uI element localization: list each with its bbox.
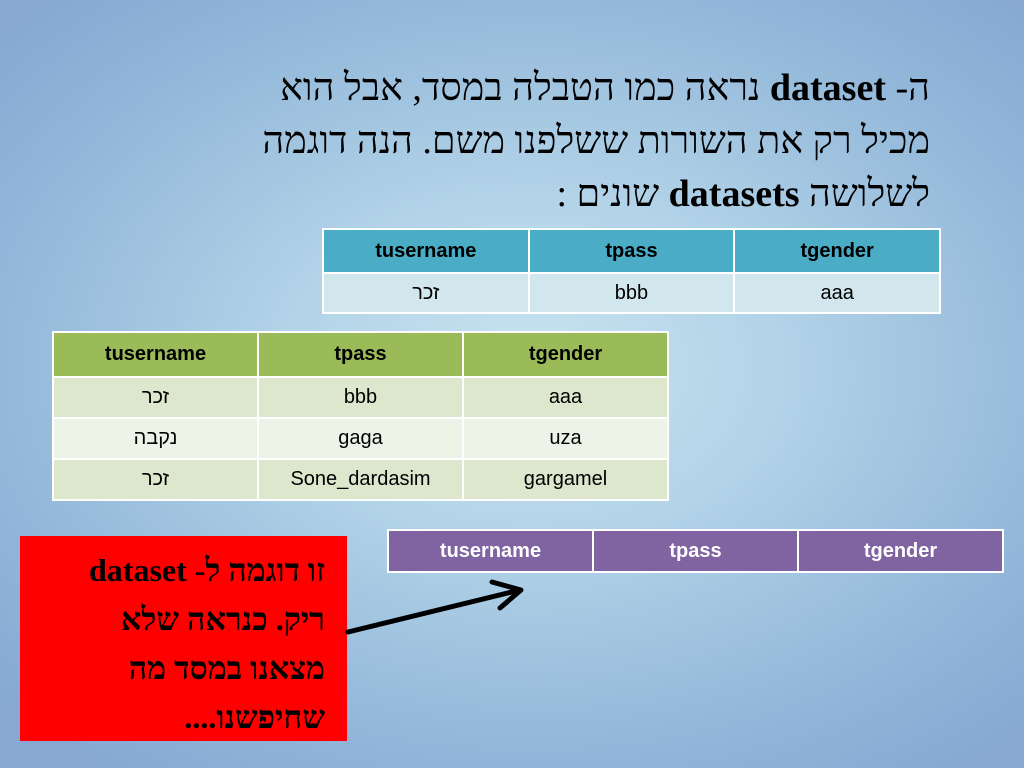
table-cell: זכר — [52, 458, 259, 501]
table-header-row: tusername tpass tgender — [387, 529, 1004, 573]
callout-text: זו דוגמה ל- dataset ריק. כנראה שלא מצאנו… — [25, 546, 325, 742]
table-cell: bbb — [527, 272, 736, 314]
table-cell: Sone_dardasim — [257, 458, 464, 501]
column-header-tusername: tusername — [322, 228, 530, 274]
callout-line-3: מצאנו במסד מה — [128, 650, 325, 686]
column-header-tusername: tusername — [387, 529, 594, 573]
dataset-table-one-row: tusername tpass tgender זכר bbb aaa — [322, 228, 941, 314]
table-row: נקבה gaga uza — [52, 417, 669, 460]
callout-line-2: ריק. כנראה שלא — [120, 601, 325, 637]
title-line-1-suffix: נראה כמו הטבלה במסד, אבל הוא — [280, 67, 770, 109]
callout-line-1: זו דוגמה ל- dataset — [88, 552, 325, 588]
table-cell: aaa — [733, 272, 941, 314]
title-line-2: מכיל רק את השורות ששלפנו משם. הנה דוגמה — [262, 120, 930, 162]
column-header-tusername: tusername — [52, 331, 259, 378]
title-line-3-suffix: שונים : — [556, 173, 669, 215]
empty-dataset-callout: זו דוגמה ל- dataset ריק. כנראה שלא מצאנו… — [20, 536, 347, 741]
table-cell: aaa — [462, 376, 669, 419]
slide-title: ה- dataset נראה כמו הטבלה במסד, אבל הוא … — [140, 62, 930, 221]
column-header-tgender: tgender — [462, 331, 669, 378]
title-line-3: לשלושה datasets שונים : — [140, 168, 930, 221]
title-datasets-word: datasets — [668, 173, 800, 215]
table-row: זכר Sone_dardasim gargamel — [52, 458, 669, 501]
column-header-tgender: tgender — [797, 529, 1004, 573]
dataset-table-empty: tusername tpass tgender — [387, 529, 1004, 573]
table-cell: gargamel — [462, 458, 669, 501]
column-header-tpass: tpass — [527, 228, 736, 274]
table-row: זכר bbb aaa — [52, 376, 669, 419]
column-header-tpass: tpass — [592, 529, 799, 573]
table-cell: gaga — [257, 417, 464, 460]
table-cell: uza — [462, 417, 669, 460]
table-cell: זכר — [322, 272, 530, 314]
title-line-1: ה- dataset נראה כמו הטבלה במסד, אבל הוא — [140, 62, 930, 115]
table-header-row: tusername tpass tgender — [52, 331, 669, 378]
table-header-row: tusername tpass tgender — [322, 228, 941, 274]
title-line-1-prefix: ה- — [885, 67, 930, 109]
table-cell: זכר — [52, 376, 259, 419]
dataset-table-three-rows: tusername tpass tgender זכר bbb aaa נקבה… — [52, 331, 669, 501]
table-row: זכר bbb aaa — [322, 272, 941, 314]
title-line-3-prefix: לשלושה — [799, 173, 930, 215]
table-cell: נקבה — [52, 417, 259, 460]
title-dataset-word: dataset — [769, 67, 886, 109]
column-header-tpass: tpass — [257, 331, 464, 378]
callout-line-4: שחיפשנו.... — [184, 699, 325, 735]
column-header-tgender: tgender — [733, 228, 941, 274]
table-cell: bbb — [257, 376, 464, 419]
